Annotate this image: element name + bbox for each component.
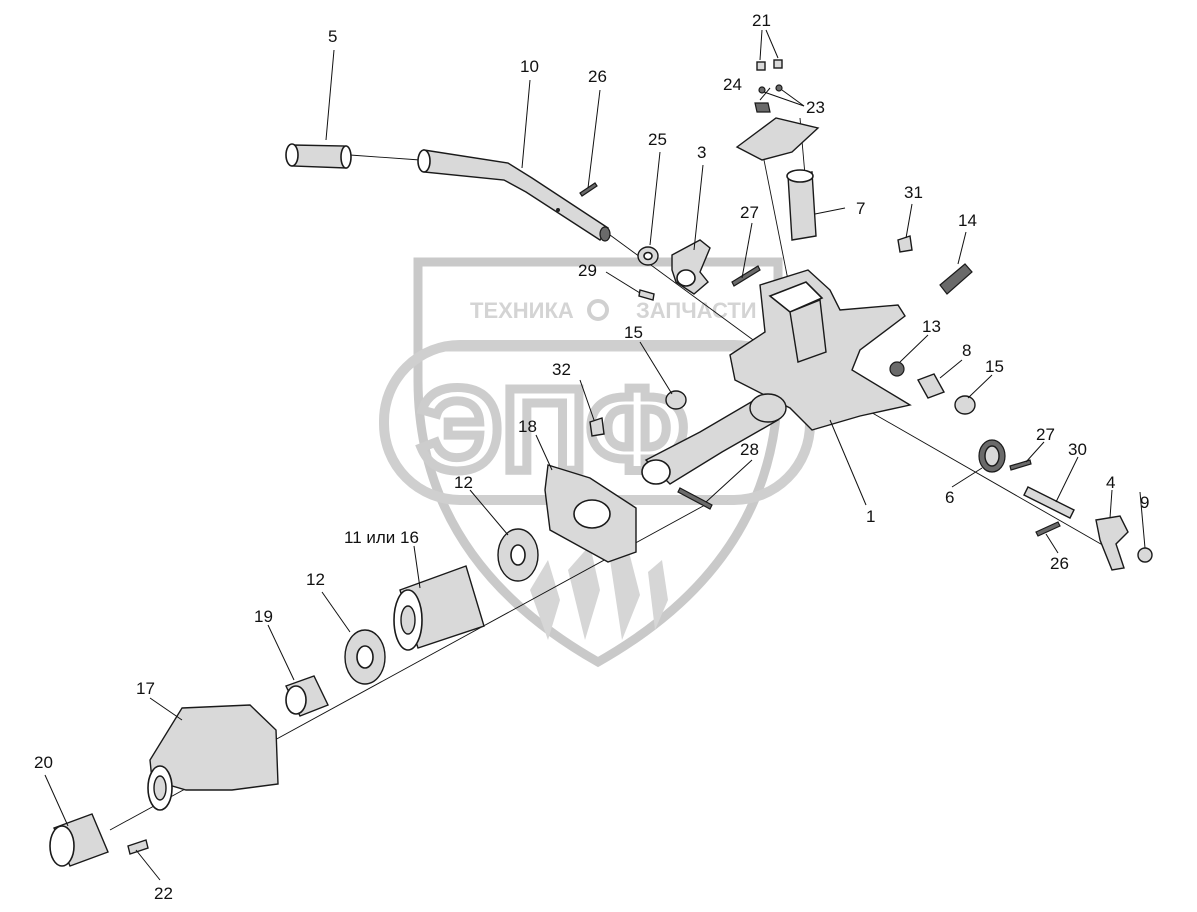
callout-20: 20 [34,753,53,772]
part-21-bolts [754,59,783,113]
part-11-16-sleeve [393,565,485,651]
part-13-nut [889,361,905,377]
callout-30: 30 [1068,440,1087,459]
part-22-screw [127,839,149,855]
callout-3: 3 [697,143,706,162]
part-7-pin [786,169,817,241]
callout-25: 25 [648,130,667,149]
callout-19: 19 [254,607,273,626]
part-8-bolt [916,373,946,399]
callout-11-or-16: 11 или 16 [344,528,419,547]
part-19-castle-nut [285,675,329,717]
callout-4: 4 [1106,473,1115,492]
callout-14: 14 [958,211,977,230]
callout-12-upper: 12 [454,473,473,492]
callout-32: 32 [552,360,571,379]
callout-18: 18 [518,417,537,436]
callout-26-right: 26 [1050,554,1069,573]
part-28-pin [677,487,713,510]
gear-icon [587,299,609,321]
part-27-spring-pin [731,265,761,287]
part-18-flange [544,464,637,563]
watermark-text-right: ЗАПЧАСТИ [636,298,757,323]
part-26-pin-right [1035,521,1061,537]
callout-21: 21 [752,11,771,30]
part-5-grip [285,143,352,169]
part-15-cap-right [954,395,976,415]
part-10-lever [417,149,611,242]
part-25-washer [637,246,659,266]
part-30-rod [1023,486,1075,519]
callout-27-right: 27 [1036,425,1055,444]
part-1-shaft [641,393,787,485]
part-29-pin [638,289,655,301]
part-3-bracket [671,239,711,295]
part-26-pin [579,182,598,197]
callout-31: 31 [904,183,923,202]
callout-15-right: 15 [985,357,1004,376]
callout-10: 10 [520,57,539,76]
callout-22: 22 [154,884,173,903]
callout-27-top: 27 [740,203,759,222]
callout-6: 6 [945,488,954,507]
callout-28: 28 [740,440,759,459]
callout-9: 9 [1140,493,1149,512]
part-6-torsion-spring [978,439,1006,473]
callout-1: 1 [866,507,875,526]
part-1-body [729,269,912,431]
callout-17: 17 [136,679,155,698]
callout-labels: 5 10 26 25 3 29 27 21 24 23 7 31 14 13 8… [34,11,1149,903]
watermark-text-left: ТЕХНИКА [470,298,574,323]
callout-26-top: 26 [588,67,607,86]
callout-23: 23 [806,98,825,117]
part-cover-plate [735,117,820,161]
callout-7: 7 [856,199,865,218]
part-31-nipple [897,235,913,253]
callout-29: 29 [578,261,597,280]
part-9-nut [1137,547,1153,563]
part-15-cap-left [665,390,687,410]
callout-15-left: 15 [624,323,643,342]
callout-5: 5 [328,27,337,46]
part-4-lever [1095,515,1129,571]
part-12-washer-upper [497,528,539,582]
part-27-pin-right [1009,459,1032,471]
leader-lines [44,29,1146,881]
wheat-icon [530,545,668,640]
part-32-nipple [589,417,605,437]
part-12-washer-lower [344,629,386,685]
callout-12-lower: 12 [306,570,325,589]
callout-24: 24 [723,75,742,94]
part-17-housing [147,704,279,811]
part-14-spring [939,263,973,295]
callout-8: 8 [962,341,971,360]
part-20-cap [49,813,109,867]
callout-13: 13 [922,317,941,336]
